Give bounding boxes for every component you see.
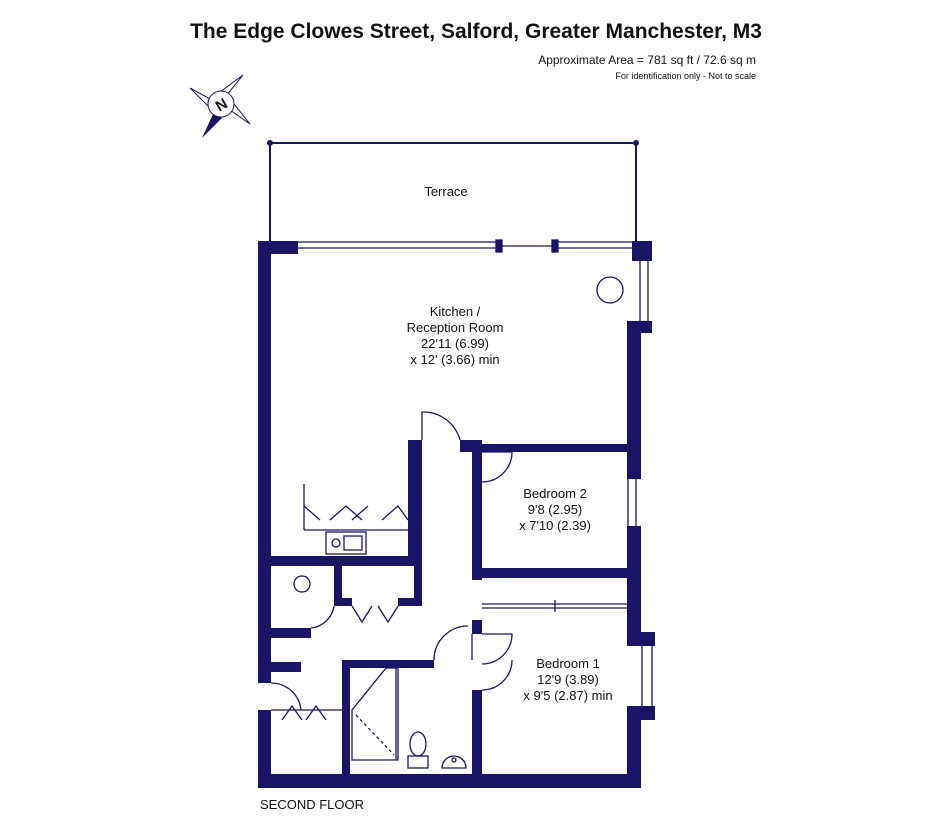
- plan-title: The Edge Clowes Street, Salford, Greater…: [190, 20, 762, 43]
- north-compass-icon: N: [189, 74, 251, 138]
- bedroom-2-dimension-1: 9'8 (2.95): [527, 502, 583, 517]
- kitchen-dimension-2: x 12' (3.66) min: [410, 352, 500, 367]
- kitchen-name-line1: Kitchen /: [429, 304, 481, 319]
- bedroom-2-name: Bedroom 2: [523, 486, 587, 501]
- bedroom-1-dimension-2: x 9'5 (2.87) min: [523, 688, 613, 703]
- bedroom-2-label: Bedroom 2 9'8 (2.95) x 7'10 (2.39): [490, 486, 620, 534]
- bedroom-1-name: Bedroom 1: [536, 656, 600, 671]
- bedroom-1-dimension-1: 12'9 (3.89): [537, 672, 599, 687]
- disclaimer-note: For identification only - Not to scale: [615, 71, 756, 81]
- floor-label: SECOND FLOOR: [260, 797, 365, 812]
- bedroom-1-label: Bedroom 1 12'9 (3.89) x 9'5 (2.87) min: [500, 656, 636, 704]
- kitchen-dimension-1: 22'11 (6.99): [420, 336, 489, 351]
- terrace-outline: [267, 140, 639, 242]
- walls: [258, 241, 655, 788]
- bedroom-2-dimension-2: x 7'10 (2.39): [519, 518, 591, 533]
- approximate-area: Approximate Area = 781 sq ft / 72.6 sq m: [538, 53, 756, 67]
- kitchen-reception-label: Kitchen / Reception Room 22'11 (6.99) x …: [370, 304, 540, 368]
- fixtures: [270, 239, 653, 769]
- terrace-label: Terrace: [424, 184, 468, 199]
- kitchen-name-line2: Reception Room: [406, 320, 504, 335]
